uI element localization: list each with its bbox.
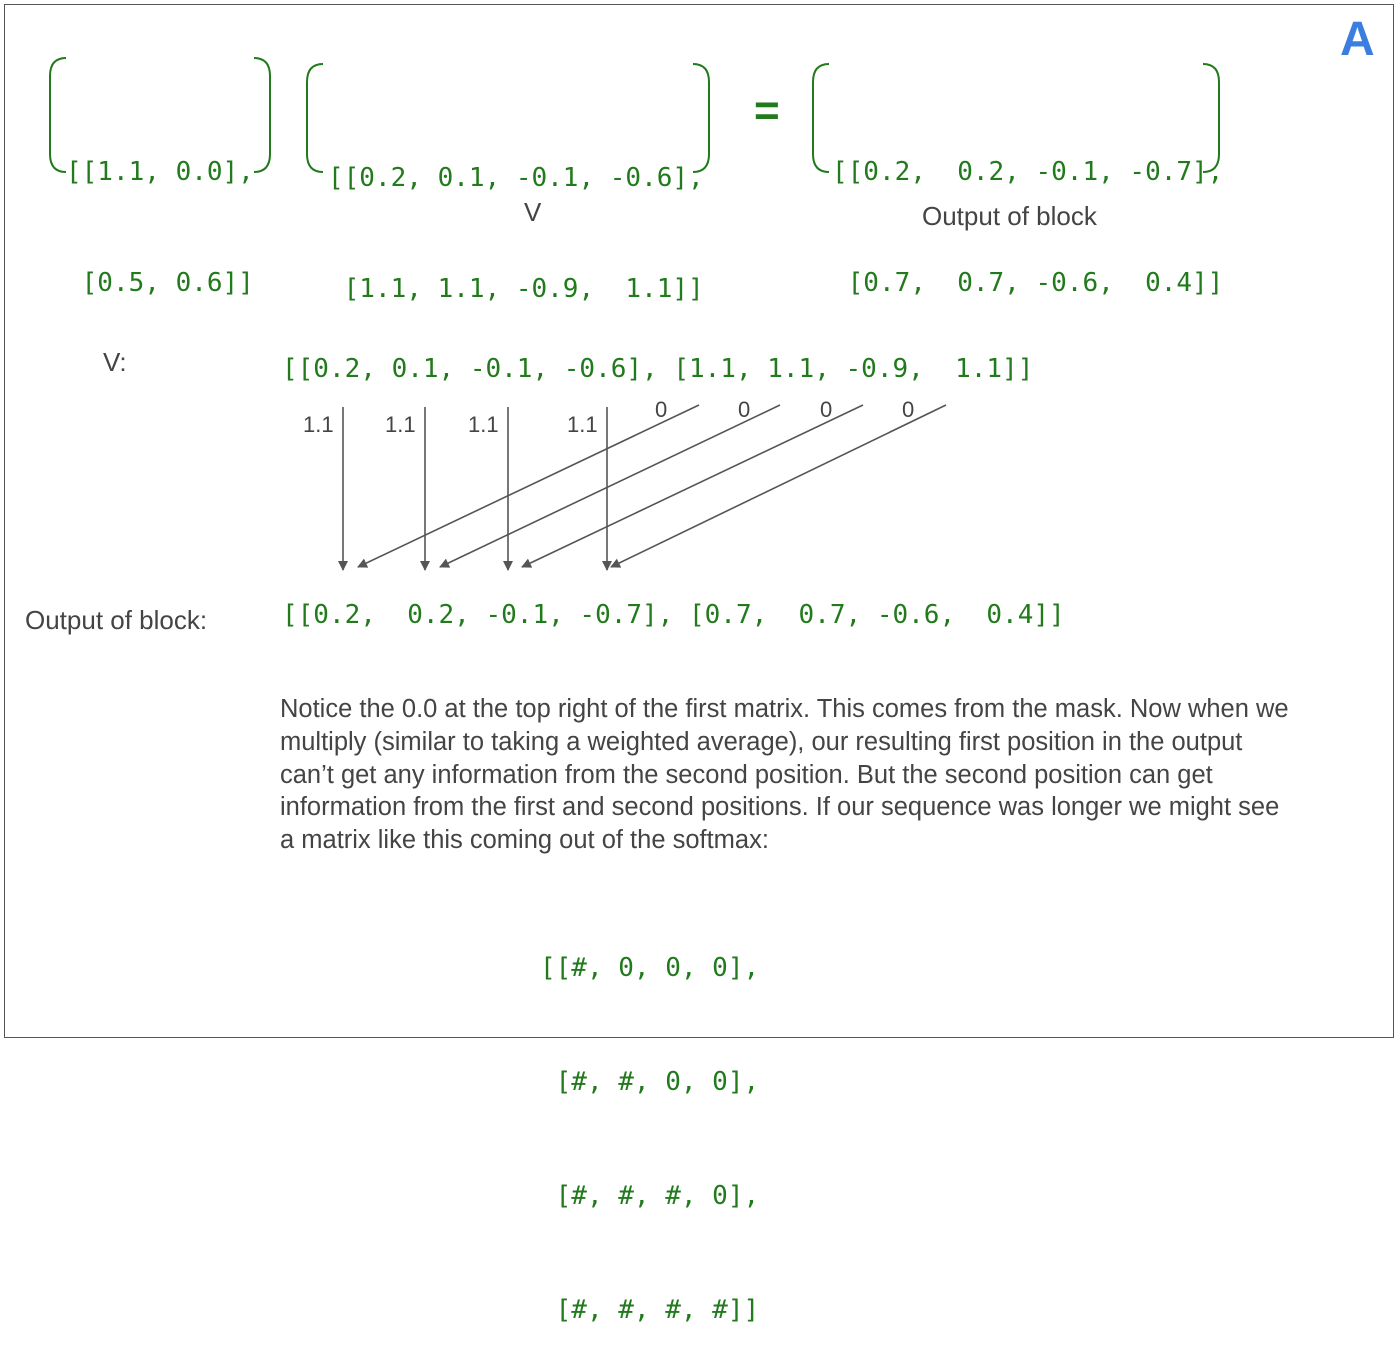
panel-badge: A — [1340, 13, 1375, 66]
output-matrix-brackets — [812, 63, 1220, 173]
weight-label: 0 — [738, 397, 751, 422]
matrix-row: [#, #, #, #]] — [540, 1295, 760, 1325]
output-caption: Output of block — [922, 201, 1097, 231]
explanation-line: Notice the 0.0 at the top right of the f… — [280, 695, 1289, 723]
explanation-line: information from the first and second po… — [280, 793, 1280, 822]
equals-sign: = — [754, 86, 780, 135]
explanation-line: can’t get any information from the secon… — [280, 760, 1213, 789]
matrix-row: [1.1, 1.1, -0.9, 1.1]] — [328, 274, 704, 304]
v-matrix-brackets — [306, 63, 710, 173]
output-row-values: [[0.2, 0.2, -0.1, -0.7], [0.7, 0.7, -0.6… — [282, 600, 1065, 630]
output-matrix: [[0.2, 0.2, -0.1, -0.7], [0.7, 0.7, -0.6… — [832, 80, 1223, 339]
explanation-text: Notice the 0.0 at the top right of the f… — [280, 693, 1380, 857]
weight-label: 1.1 — [385, 412, 416, 437]
arrow-second-position — [521, 404, 864, 568]
weight-label: 1.1 — [303, 412, 334, 437]
output-row-label: Output of block: — [25, 605, 208, 635]
arrow-second-position — [439, 404, 781, 568]
matrix-row: [0.5, 0.6]] — [66, 268, 254, 298]
matrix-row: [#, #, 0, 0], — [540, 1067, 760, 1097]
figure-frame — [4, 4, 1394, 1038]
matrix-row: [#, #, #, 0], — [540, 1181, 760, 1211]
v-row-label: V: — [103, 347, 127, 377]
v-matrix: [[0.2, 0.1, -0.1, -0.6], [1.1, 1.1, -0.9… — [328, 86, 704, 345]
explanation-line: multiply (similar to taking a weighted a… — [280, 727, 1243, 756]
weight-label: 0 — [902, 397, 915, 422]
left-matrix-brackets — [49, 57, 271, 173]
v-row-values: [[0.2, 0.1, -0.1, -0.6], [1.1, 1.1, -0.9… — [282, 354, 1034, 384]
matrix-row: [[0.2, 0.2, -0.1, -0.7], — [832, 157, 1224, 187]
contribution-arrows — [338, 404, 947, 571]
matrix-row: [[#, 0, 0, 0], — [540, 953, 760, 983]
matrix-row: [[0.2, 0.1, -0.1, -0.6], — [328, 163, 704, 193]
arrow-second-position — [610, 404, 947, 568]
v-caption: V — [524, 197, 542, 227]
weight-label: 1.1 — [468, 412, 499, 437]
matrix-row: [[1.1, 0.0], — [66, 157, 254, 187]
explanation-line: a matrix like this coming out of the sof… — [280, 826, 769, 855]
weight-label: 0 — [820, 397, 833, 422]
matrix-row: [0.7, 0.7, -0.6, 0.4]] — [832, 268, 1224, 298]
softmax-mask-matrix: [[#, 0, 0, 0], [#, #, 0, 0], [#, #, #, 0… — [540, 873, 759, 1367]
arrow-second-position — [357, 404, 700, 568]
attention-weight-matrix: [[1.1, 0.0], [0.5, 0.6]] — [66, 80, 254, 339]
weight-label: 1.1 — [567, 412, 598, 437]
weight-label: 0 — [655, 397, 668, 422]
